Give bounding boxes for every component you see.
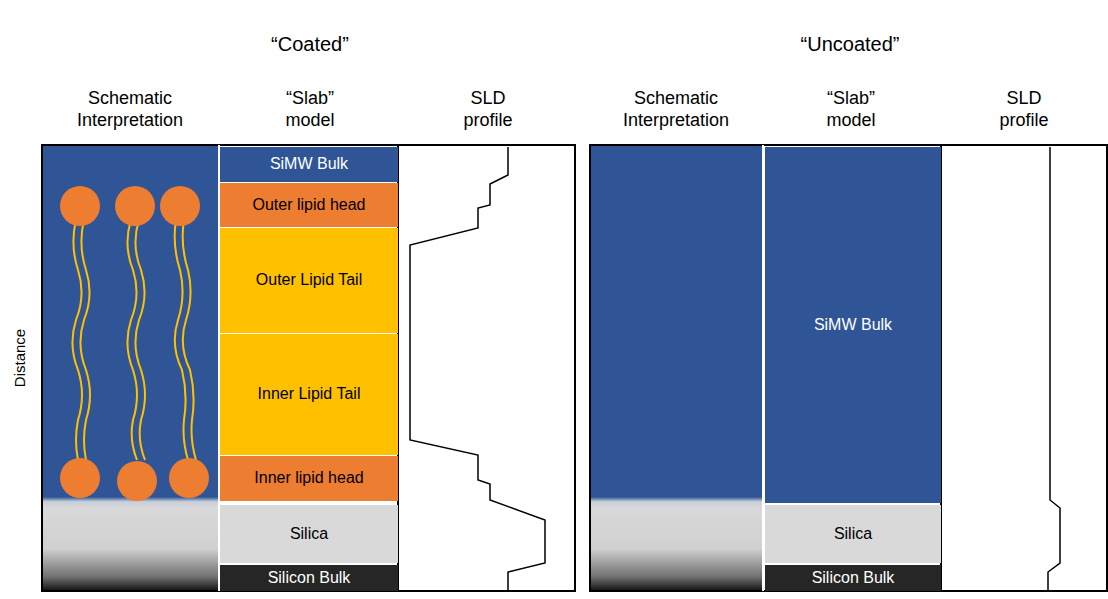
layer-name: SiMW Bulk: [814, 316, 892, 334]
slab-layer: Outer lipid head: [220, 183, 398, 227]
sld-profile-line: [410, 147, 545, 591]
slab-layer: Inner Lipid Tail: [220, 334, 398, 455]
column-heading: SLD profile: [989, 88, 1059, 131]
coated-schematic: [42, 145, 575, 591]
layer-name: Silica: [834, 525, 872, 543]
layer-name: Silicon Bulk: [268, 569, 351, 587]
column-heading: “Slab” model: [816, 88, 886, 131]
layer-name: Inner lipid head: [254, 469, 363, 487]
slab-layer: Silicon Bulk: [765, 565, 941, 591]
uncoated-schematic: [590, 145, 1108, 591]
column-heading: Schematic Interpretation: [65, 88, 195, 131]
panel-heading: “Coated”: [210, 32, 410, 56]
layer-name: Inner Lipid Tail: [258, 385, 361, 403]
slab-layer: Outer Lipid Tail: [220, 228, 398, 333]
layer-name: Outer Lipid Tail: [256, 271, 362, 289]
column-heading: “Slab” model: [275, 88, 345, 131]
layer-name: SiMW Bulk: [270, 155, 348, 173]
slab-layer: Inner lipid head: [220, 456, 398, 501]
axis-label: Distance: [11, 329, 29, 387]
layer-name: Silicon Bulk: [812, 569, 895, 587]
panel-heading: “Uncoated”: [750, 32, 950, 56]
sld-profile-line: [1048, 147, 1060, 591]
slab-layer: Silica: [220, 505, 398, 563]
slab-layer: Silicon Bulk: [220, 565, 398, 591]
layer-name: Silica: [290, 525, 328, 543]
slab-layer: Silica: [765, 505, 941, 563]
slab-layer: SiMW Bulk: [220, 147, 398, 182]
column-heading: Schematic Interpretation: [611, 88, 741, 131]
slab-layer: SiMW Bulk: [765, 147, 941, 503]
layer-name: Outer lipid head: [253, 196, 366, 214]
column-heading: SLD profile: [453, 88, 523, 131]
